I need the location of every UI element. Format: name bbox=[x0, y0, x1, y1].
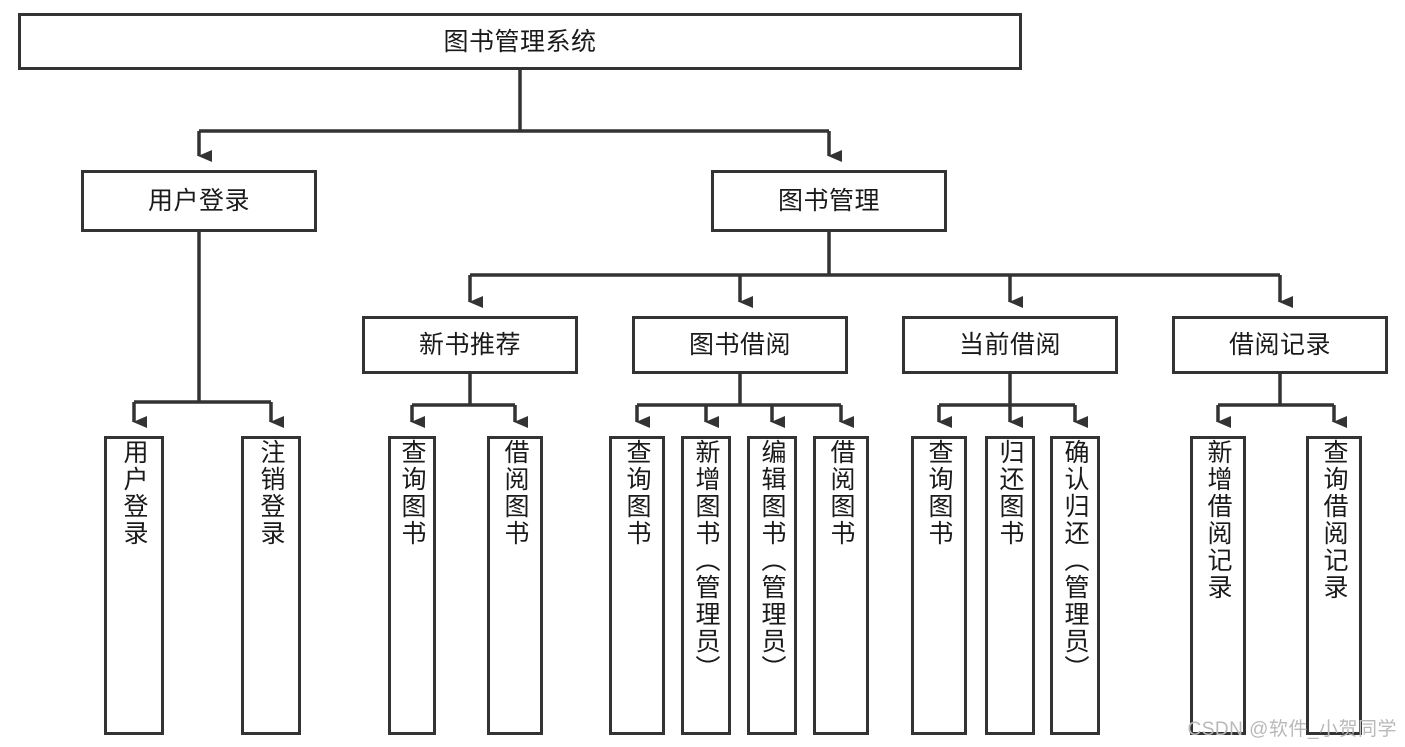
node-root-label: 图书管理系统 bbox=[443, 27, 597, 56]
leaf-node-label: 借阅图书 bbox=[501, 439, 529, 547]
node-user-login-label: 用户登录 bbox=[147, 187, 250, 215]
leaf-node[interactable]: 编辑图书（管理员） bbox=[747, 436, 797, 735]
leaf-node[interactable]: 查询借阅记录 bbox=[1306, 436, 1362, 735]
node-new-book-recommend-label: 新书推荐 bbox=[418, 331, 521, 359]
leaf-node[interactable]: 新增图书（管理员） bbox=[681, 436, 731, 735]
node-user-login[interactable]: 用户登录 bbox=[81, 170, 317, 232]
node-book-borrow[interactable]: 图书借阅 bbox=[632, 316, 848, 374]
leaf-node[interactable]: 借阅图书 bbox=[487, 436, 543, 735]
node-new-book-recommend[interactable]: 新书推荐 bbox=[362, 316, 578, 374]
leaf-node-label: 查询图书 bbox=[925, 439, 953, 547]
node-book-borrow-label: 图书借阅 bbox=[688, 331, 791, 359]
leaf-node-label: 查询图书 bbox=[623, 439, 651, 547]
leaf-node[interactable]: 查询图书 bbox=[388, 436, 436, 735]
leaf-node-label: 编辑图书（管理员） bbox=[758, 439, 786, 682]
leaf-node-label: 查询图书 bbox=[398, 439, 426, 547]
leaf-node-label: 确认归还（管理员） bbox=[1061, 439, 1089, 682]
leaf-node[interactable]: 查询图书 bbox=[609, 436, 665, 735]
node-root[interactable]: 图书管理系统 bbox=[18, 13, 1022, 70]
leaf-node[interactable]: 确认归还（管理员） bbox=[1050, 436, 1100, 735]
node-current-borrow-label: 当前借阅 bbox=[958, 331, 1061, 359]
leaf-node-label: 新增借阅记录 bbox=[1204, 439, 1232, 601]
leaf-node[interactable]: 用户登录 bbox=[104, 436, 164, 735]
node-borrow-record-label: 借阅记录 bbox=[1228, 331, 1331, 359]
leaf-node[interactable]: 查询图书 bbox=[911, 436, 967, 735]
leaf-node-label: 新增图书（管理员） bbox=[692, 439, 720, 682]
leaf-node[interactable]: 借阅图书 bbox=[813, 436, 869, 735]
leaf-node-label: 借阅图书 bbox=[827, 439, 855, 547]
leaf-node-label: 归还图书 bbox=[996, 439, 1024, 547]
leaf-node[interactable]: 归还图书 bbox=[985, 436, 1035, 735]
watermark: CSDN @软件_小贺同学 bbox=[1187, 719, 1397, 740]
leaf-node[interactable]: 注销登录 bbox=[241, 436, 301, 735]
leaf-node-label: 注销登录 bbox=[257, 439, 285, 547]
leaf-node-label: 查询借阅记录 bbox=[1320, 439, 1348, 601]
node-current-borrow[interactable]: 当前借阅 bbox=[902, 316, 1118, 374]
leaf-node-label: 用户登录 bbox=[120, 439, 148, 547]
node-book-management-label: 图书管理 bbox=[777, 187, 880, 215]
leaf-node[interactable]: 新增借阅记录 bbox=[1190, 436, 1246, 735]
node-borrow-record[interactable]: 借阅记录 bbox=[1172, 316, 1388, 374]
node-book-management[interactable]: 图书管理 bbox=[711, 170, 947, 232]
